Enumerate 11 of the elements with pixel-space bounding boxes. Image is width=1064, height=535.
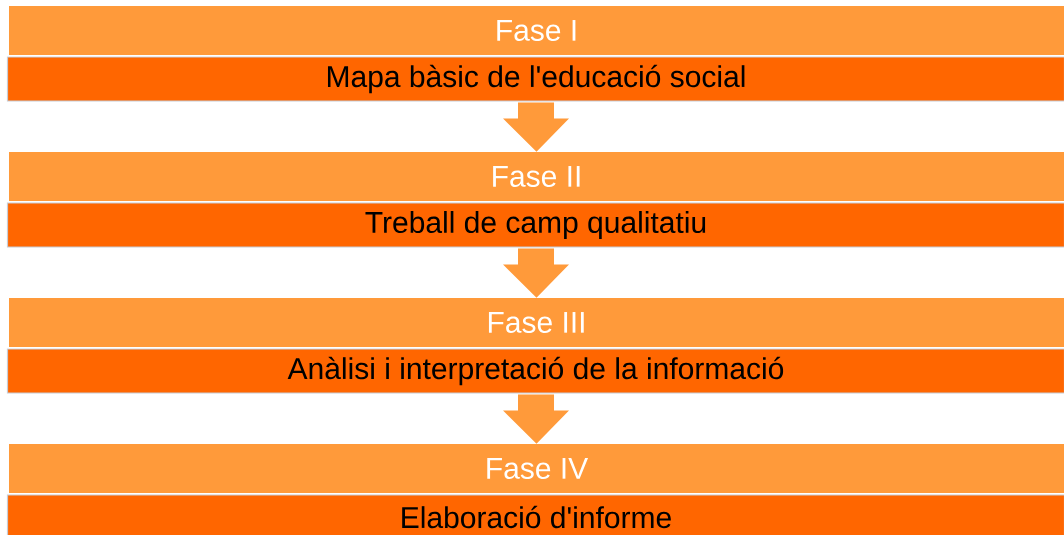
phase-title-band: Anàlisi i interpretació de la informació [6, 348, 1064, 394]
block-arrow [503, 102, 569, 152]
phase-header-band: Fase II [9, 152, 1064, 201]
phase-title-band: Mapa bàsic de l'educació social [6, 56, 1064, 102]
phase-header-band: Fase III [9, 298, 1064, 347]
block-arrow [503, 248, 569, 298]
block-arrow [503, 394, 569, 444]
phase-title-band: Treball de camp qualitatiu [6, 202, 1064, 248]
phase-title-band: Elaboració d'informe [6, 494, 1064, 535]
phase-header-band: Fase IV [9, 444, 1064, 493]
phase-header-band: Fase I [9, 6, 1064, 55]
